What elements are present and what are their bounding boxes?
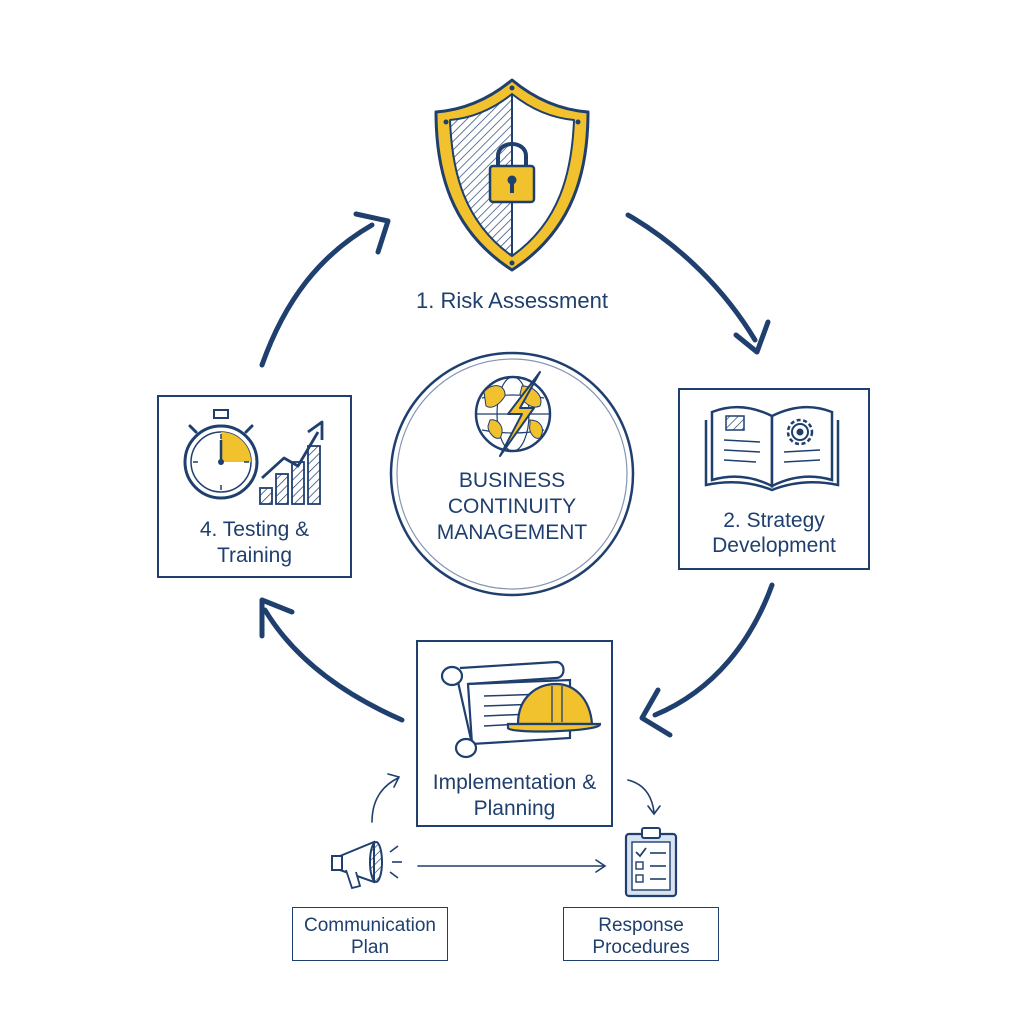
connector-communication-to-implementation bbox=[371, 773, 401, 823]
connector-implementation-to-response bbox=[627, 779, 661, 816]
step-label-strategy: 2. Strategy Development bbox=[680, 508, 868, 558]
step-label-line: 1. Risk Assessment bbox=[416, 288, 608, 313]
sub-item-line: Communication bbox=[304, 915, 436, 936]
center-title: BUSINESS CONTINUITY MANAGEMENT bbox=[420, 468, 604, 546]
sub-item-response-procedures: Response Procedures bbox=[563, 907, 719, 961]
clipboard-checklist-icon bbox=[624, 827, 678, 898]
center-title-line: MANAGEMENT bbox=[436, 521, 588, 544]
step-label-line: Development bbox=[712, 534, 836, 557]
cycle-arrow-implementation-to-testing bbox=[259, 597, 405, 723]
step-label-risk-assessment: 1. Risk Assessment bbox=[380, 288, 644, 314]
connector-communication-to-response bbox=[417, 859, 607, 873]
step-label-line: Planning bbox=[473, 797, 556, 820]
cycle-arrow-strategy-to-implementation bbox=[639, 582, 775, 738]
center-circle bbox=[389, 351, 635, 597]
cycle-arrow-testing-to-risk bbox=[259, 211, 391, 368]
step-label-line: 4. Testing & bbox=[199, 518, 310, 541]
sub-item-line: Response bbox=[598, 915, 684, 936]
shield-lock-icon bbox=[434, 78, 590, 272]
step-label-implementation: Implementation & Planning bbox=[418, 770, 611, 822]
center-title-line: CONTINUITY bbox=[447, 495, 577, 518]
sub-item-line: Procedures bbox=[592, 937, 690, 958]
step-label-line: Implementation & bbox=[432, 771, 597, 794]
center-title-line: BUSINESS bbox=[458, 469, 566, 492]
sub-item-line: Plan bbox=[350, 937, 390, 958]
step-label-line: Training bbox=[216, 544, 293, 567]
sub-item-communication-plan: Communication Plan bbox=[292, 907, 448, 961]
step-label-testing: 4. Testing & Training bbox=[159, 517, 350, 569]
megaphone-icon bbox=[331, 840, 402, 890]
globe-lightning-icon bbox=[474, 371, 552, 457]
cycle-arrow-risk-to-strategy bbox=[625, 212, 771, 355]
step-label-line: 2. Strategy bbox=[723, 509, 825, 532]
